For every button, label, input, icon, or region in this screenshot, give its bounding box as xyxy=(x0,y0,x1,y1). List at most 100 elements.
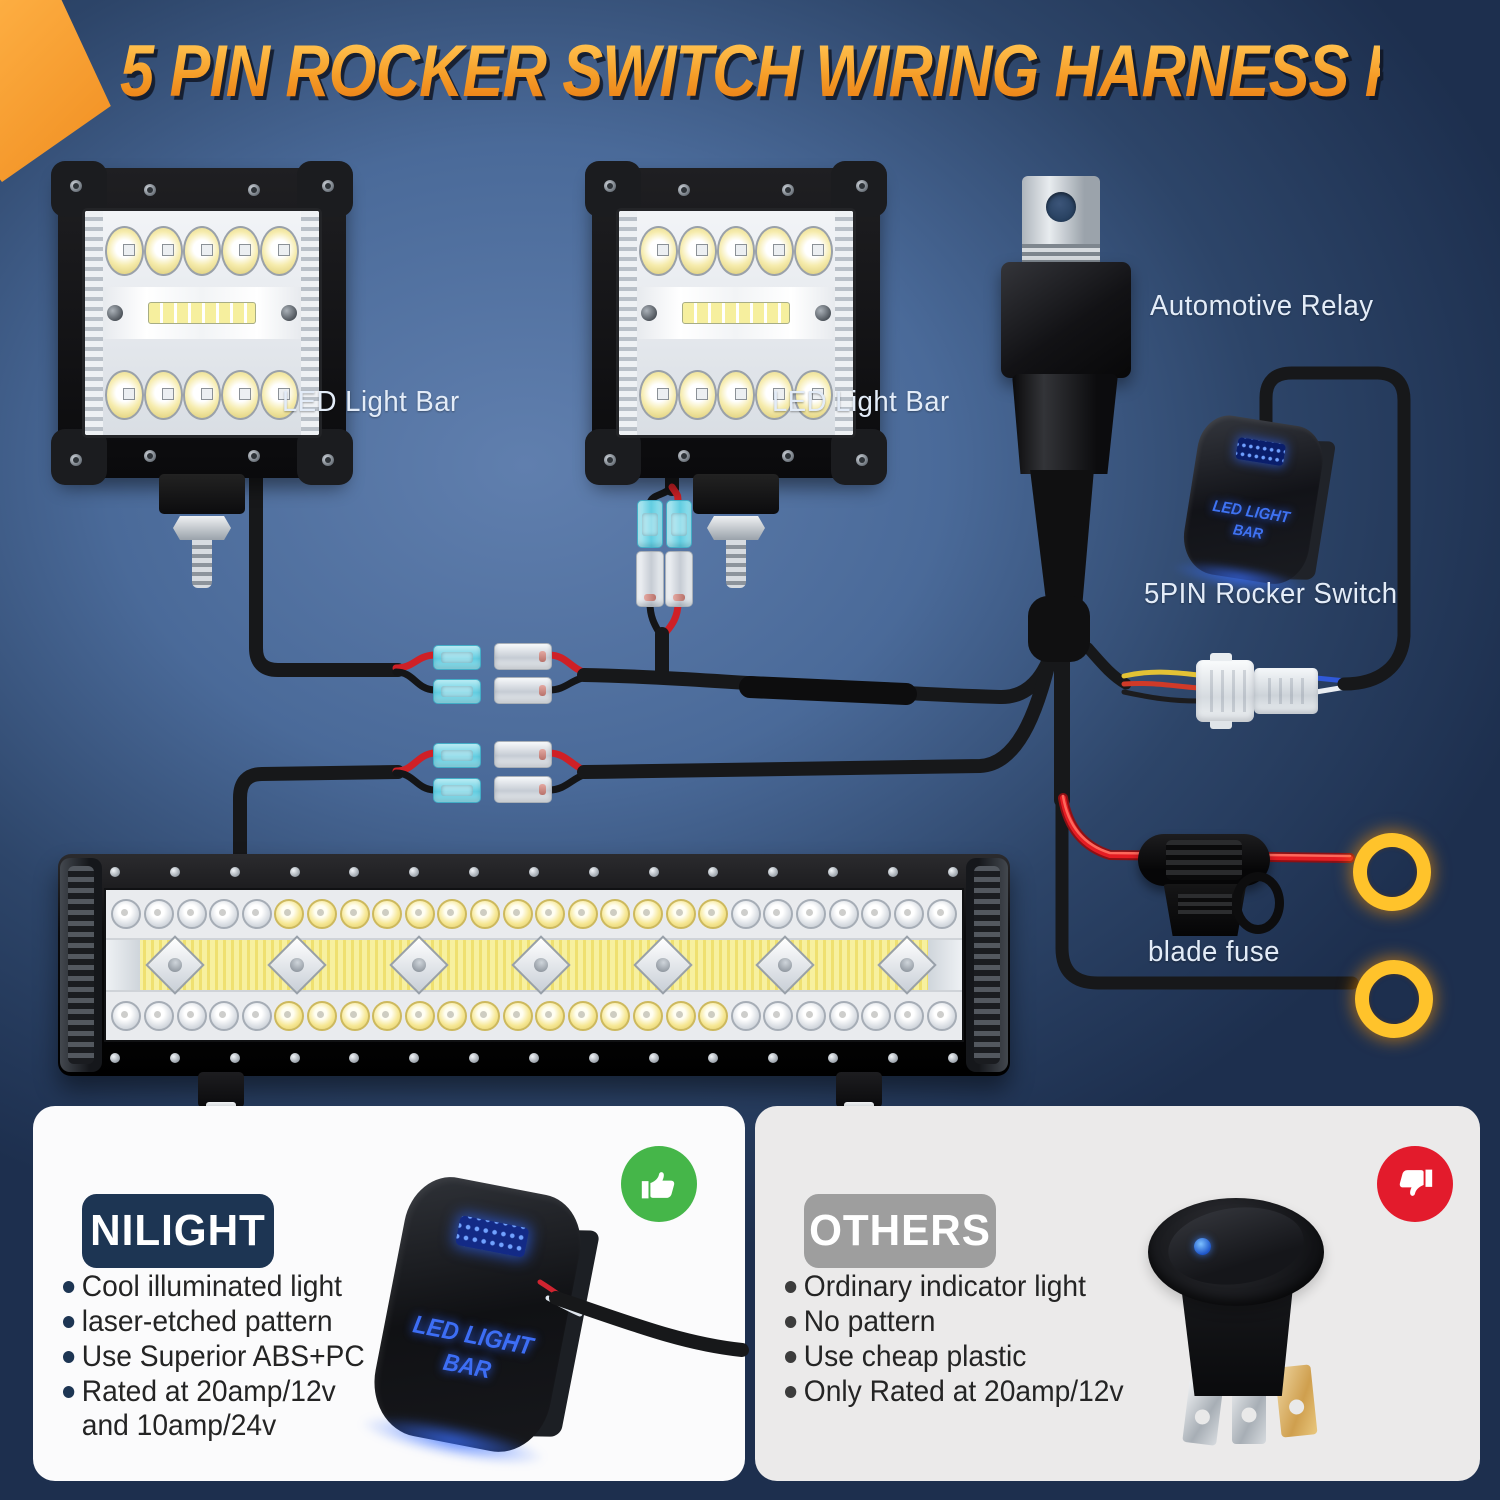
led-reflector xyxy=(796,898,827,929)
list-item: Ordinary indicator light xyxy=(785,1270,1133,1304)
led-reflector xyxy=(470,1001,500,1032)
spade-connector-clear xyxy=(665,551,693,607)
led-reflector xyxy=(339,1001,370,1032)
led-reflector xyxy=(209,1001,240,1032)
led-reflector xyxy=(665,1001,696,1032)
led-reflector xyxy=(241,898,272,929)
led-reflector xyxy=(143,370,183,420)
spade-connector-clear xyxy=(494,643,552,670)
led-reflector xyxy=(535,1001,566,1032)
led-reflector xyxy=(677,370,717,420)
led-reflector xyxy=(306,898,337,929)
led-reflector xyxy=(143,1001,174,1032)
5pin-connector xyxy=(1196,653,1318,729)
automotive-relay xyxy=(1001,262,1131,378)
list-item: laser-etched pattern xyxy=(63,1305,387,1339)
led-reflector xyxy=(677,226,717,276)
spade-connector-clear xyxy=(494,677,552,704)
led-reflector xyxy=(633,1001,664,1032)
reflector-divider xyxy=(145,935,205,995)
bracket-hole xyxy=(1046,192,1076,222)
led-reflector xyxy=(143,226,183,276)
led-reflector xyxy=(763,1001,794,1032)
led-reflector xyxy=(274,898,305,929)
ring-terminal-positive xyxy=(1353,833,1431,911)
led-reflector xyxy=(926,898,957,929)
screw-icon xyxy=(229,867,240,877)
led-reflector xyxy=(755,226,795,276)
led-reflector xyxy=(404,1001,435,1032)
spade-connector-blue xyxy=(666,500,692,548)
reflector-divider xyxy=(633,935,693,995)
led-reflector xyxy=(241,1001,272,1032)
screw-icon xyxy=(768,867,779,877)
led-reflector xyxy=(274,1001,305,1032)
led-reflector xyxy=(698,1001,729,1032)
list-item: Cool illuminated light xyxy=(63,1270,387,1304)
screw-icon xyxy=(708,1053,719,1063)
led-reflector xyxy=(893,1001,924,1032)
others-feature-list: Ordinary indicator light No pattern Use … xyxy=(785,1270,1133,1410)
led-reflector xyxy=(209,898,240,929)
led-reflector xyxy=(105,370,144,420)
indicator-led xyxy=(1194,1238,1211,1255)
led-reflector xyxy=(260,226,299,276)
spade-connector-clear xyxy=(494,776,552,803)
led-reflector xyxy=(502,1001,533,1032)
spade-connector-blue xyxy=(433,679,481,704)
spade-connector-blue xyxy=(433,743,481,768)
spade-connector-clear xyxy=(636,551,664,607)
led-reflector xyxy=(306,1001,337,1032)
led-reflector xyxy=(828,898,859,929)
led-reflector xyxy=(470,898,500,929)
screw-icon xyxy=(469,867,480,877)
led-reflector xyxy=(633,898,664,929)
reflector-divider xyxy=(755,935,815,995)
led-pod-1 xyxy=(51,161,353,588)
led-reflector xyxy=(111,1001,142,1032)
others-badge: OTHERS xyxy=(804,1194,996,1268)
pod-mount-bracket xyxy=(159,474,245,514)
led-reflector xyxy=(437,898,468,929)
screw-icon xyxy=(588,1053,599,1063)
blade-fuse-holder xyxy=(1138,828,1288,940)
screw-icon xyxy=(169,867,180,877)
corner-accent-shape xyxy=(0,0,111,182)
screw-icon xyxy=(768,1053,779,1063)
spade-connector-clear xyxy=(494,741,552,768)
led-reflector xyxy=(535,898,566,929)
reflector-divider xyxy=(511,935,571,995)
led-reflector xyxy=(794,226,833,276)
led-bar-label-1: LED Light Bar xyxy=(282,386,460,418)
led-reflector xyxy=(861,1001,892,1032)
screw-icon xyxy=(110,1053,120,1063)
led-reflector xyxy=(600,898,631,929)
led-reflector xyxy=(404,898,435,929)
screw-icon xyxy=(289,1053,300,1063)
screw-icon xyxy=(349,1053,360,1063)
led-reflector xyxy=(893,898,924,929)
page-title: 5 PIN ROCKER SWITCH WIRING HARNESS KIT xyxy=(120,31,1462,112)
spade-connector-blue xyxy=(433,778,481,803)
list-item: Use Superior ABS+PC xyxy=(63,1340,387,1374)
list-item: Only Rated at 20amp/12v xyxy=(785,1375,1133,1409)
led-reflector xyxy=(176,898,207,929)
led-reflector xyxy=(567,1001,598,1032)
led-reflector xyxy=(372,1001,403,1032)
reflector-divider xyxy=(267,935,327,995)
led-pod-2 xyxy=(585,161,887,588)
relay-label: Automotive Relay xyxy=(1150,290,1374,322)
led-light-bar-20in xyxy=(58,854,1010,1182)
thumbs-down-icon xyxy=(1377,1146,1453,1222)
reflector-divider xyxy=(389,935,449,995)
led-reflector xyxy=(716,370,756,420)
relay-mount-bracket xyxy=(1022,176,1100,266)
screw-icon xyxy=(409,867,420,877)
led-reflector xyxy=(339,898,370,929)
led-reflector xyxy=(926,1001,957,1032)
led-reflector xyxy=(755,370,795,420)
screw-icon xyxy=(110,867,120,877)
spade-connector-blue xyxy=(637,500,663,548)
screw-icon xyxy=(229,1053,240,1063)
rocker-switch-photo: LED LIGHT BAR xyxy=(1168,411,1337,602)
